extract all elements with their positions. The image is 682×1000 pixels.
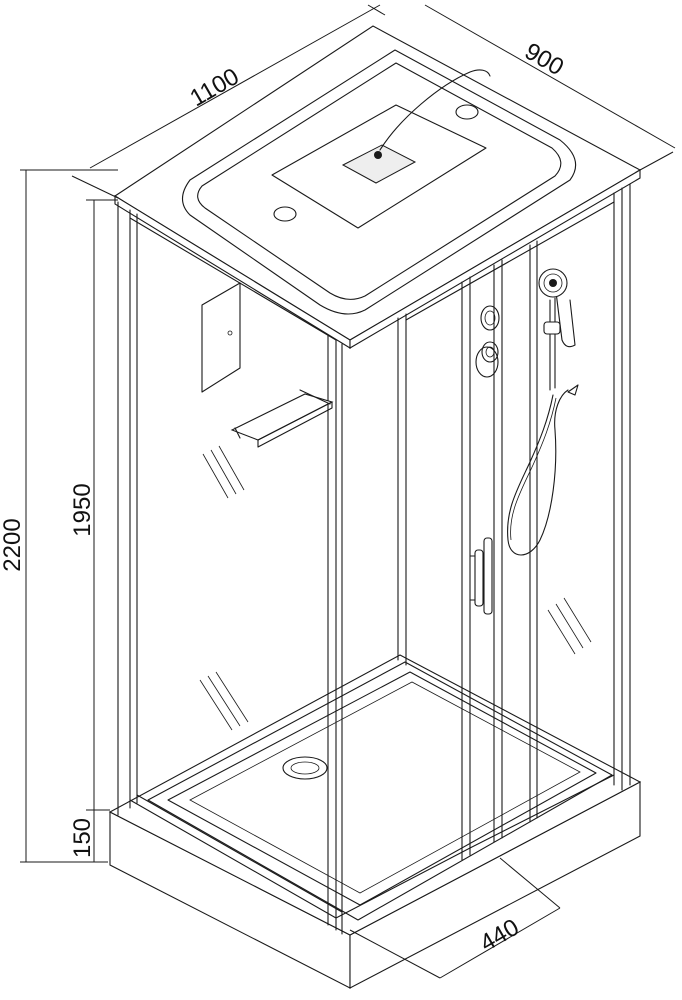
cabin-frame — [117, 183, 631, 935]
mirror — [201, 282, 241, 393]
mixer-knob-icon — [480, 305, 500, 331]
glass-reflections — [199, 445, 592, 731]
controls — [475, 305, 500, 378]
shower-tray — [108, 654, 642, 989]
roof — [113, 25, 642, 349]
dimension-cabin-height: 1950 — [69, 199, 118, 811]
drain-icon — [282, 756, 328, 780]
dimension-label-440: 440 — [476, 914, 524, 957]
roof-vent-icon — [273, 206, 297, 222]
dimension-label-2200: 2200 — [0, 518, 26, 571]
roof-vent-icon — [455, 104, 479, 120]
dimension-total-height: 2200 — [0, 169, 118, 863]
dimension-label-1950: 1950 — [69, 483, 96, 536]
diverter-knob-icon — [475, 346, 499, 378]
hand-shower — [507, 268, 579, 556]
door-handle — [469, 537, 493, 615]
rain-shower-head — [341, 144, 417, 184]
dimension-label-150: 150 — [69, 818, 96, 858]
dimension-tray-height: 150 — [69, 810, 96, 862]
dimension-label-900: 900 — [520, 38, 568, 81]
shelf — [230, 389, 334, 448]
dimension-label-1100: 1100 — [186, 63, 244, 112]
